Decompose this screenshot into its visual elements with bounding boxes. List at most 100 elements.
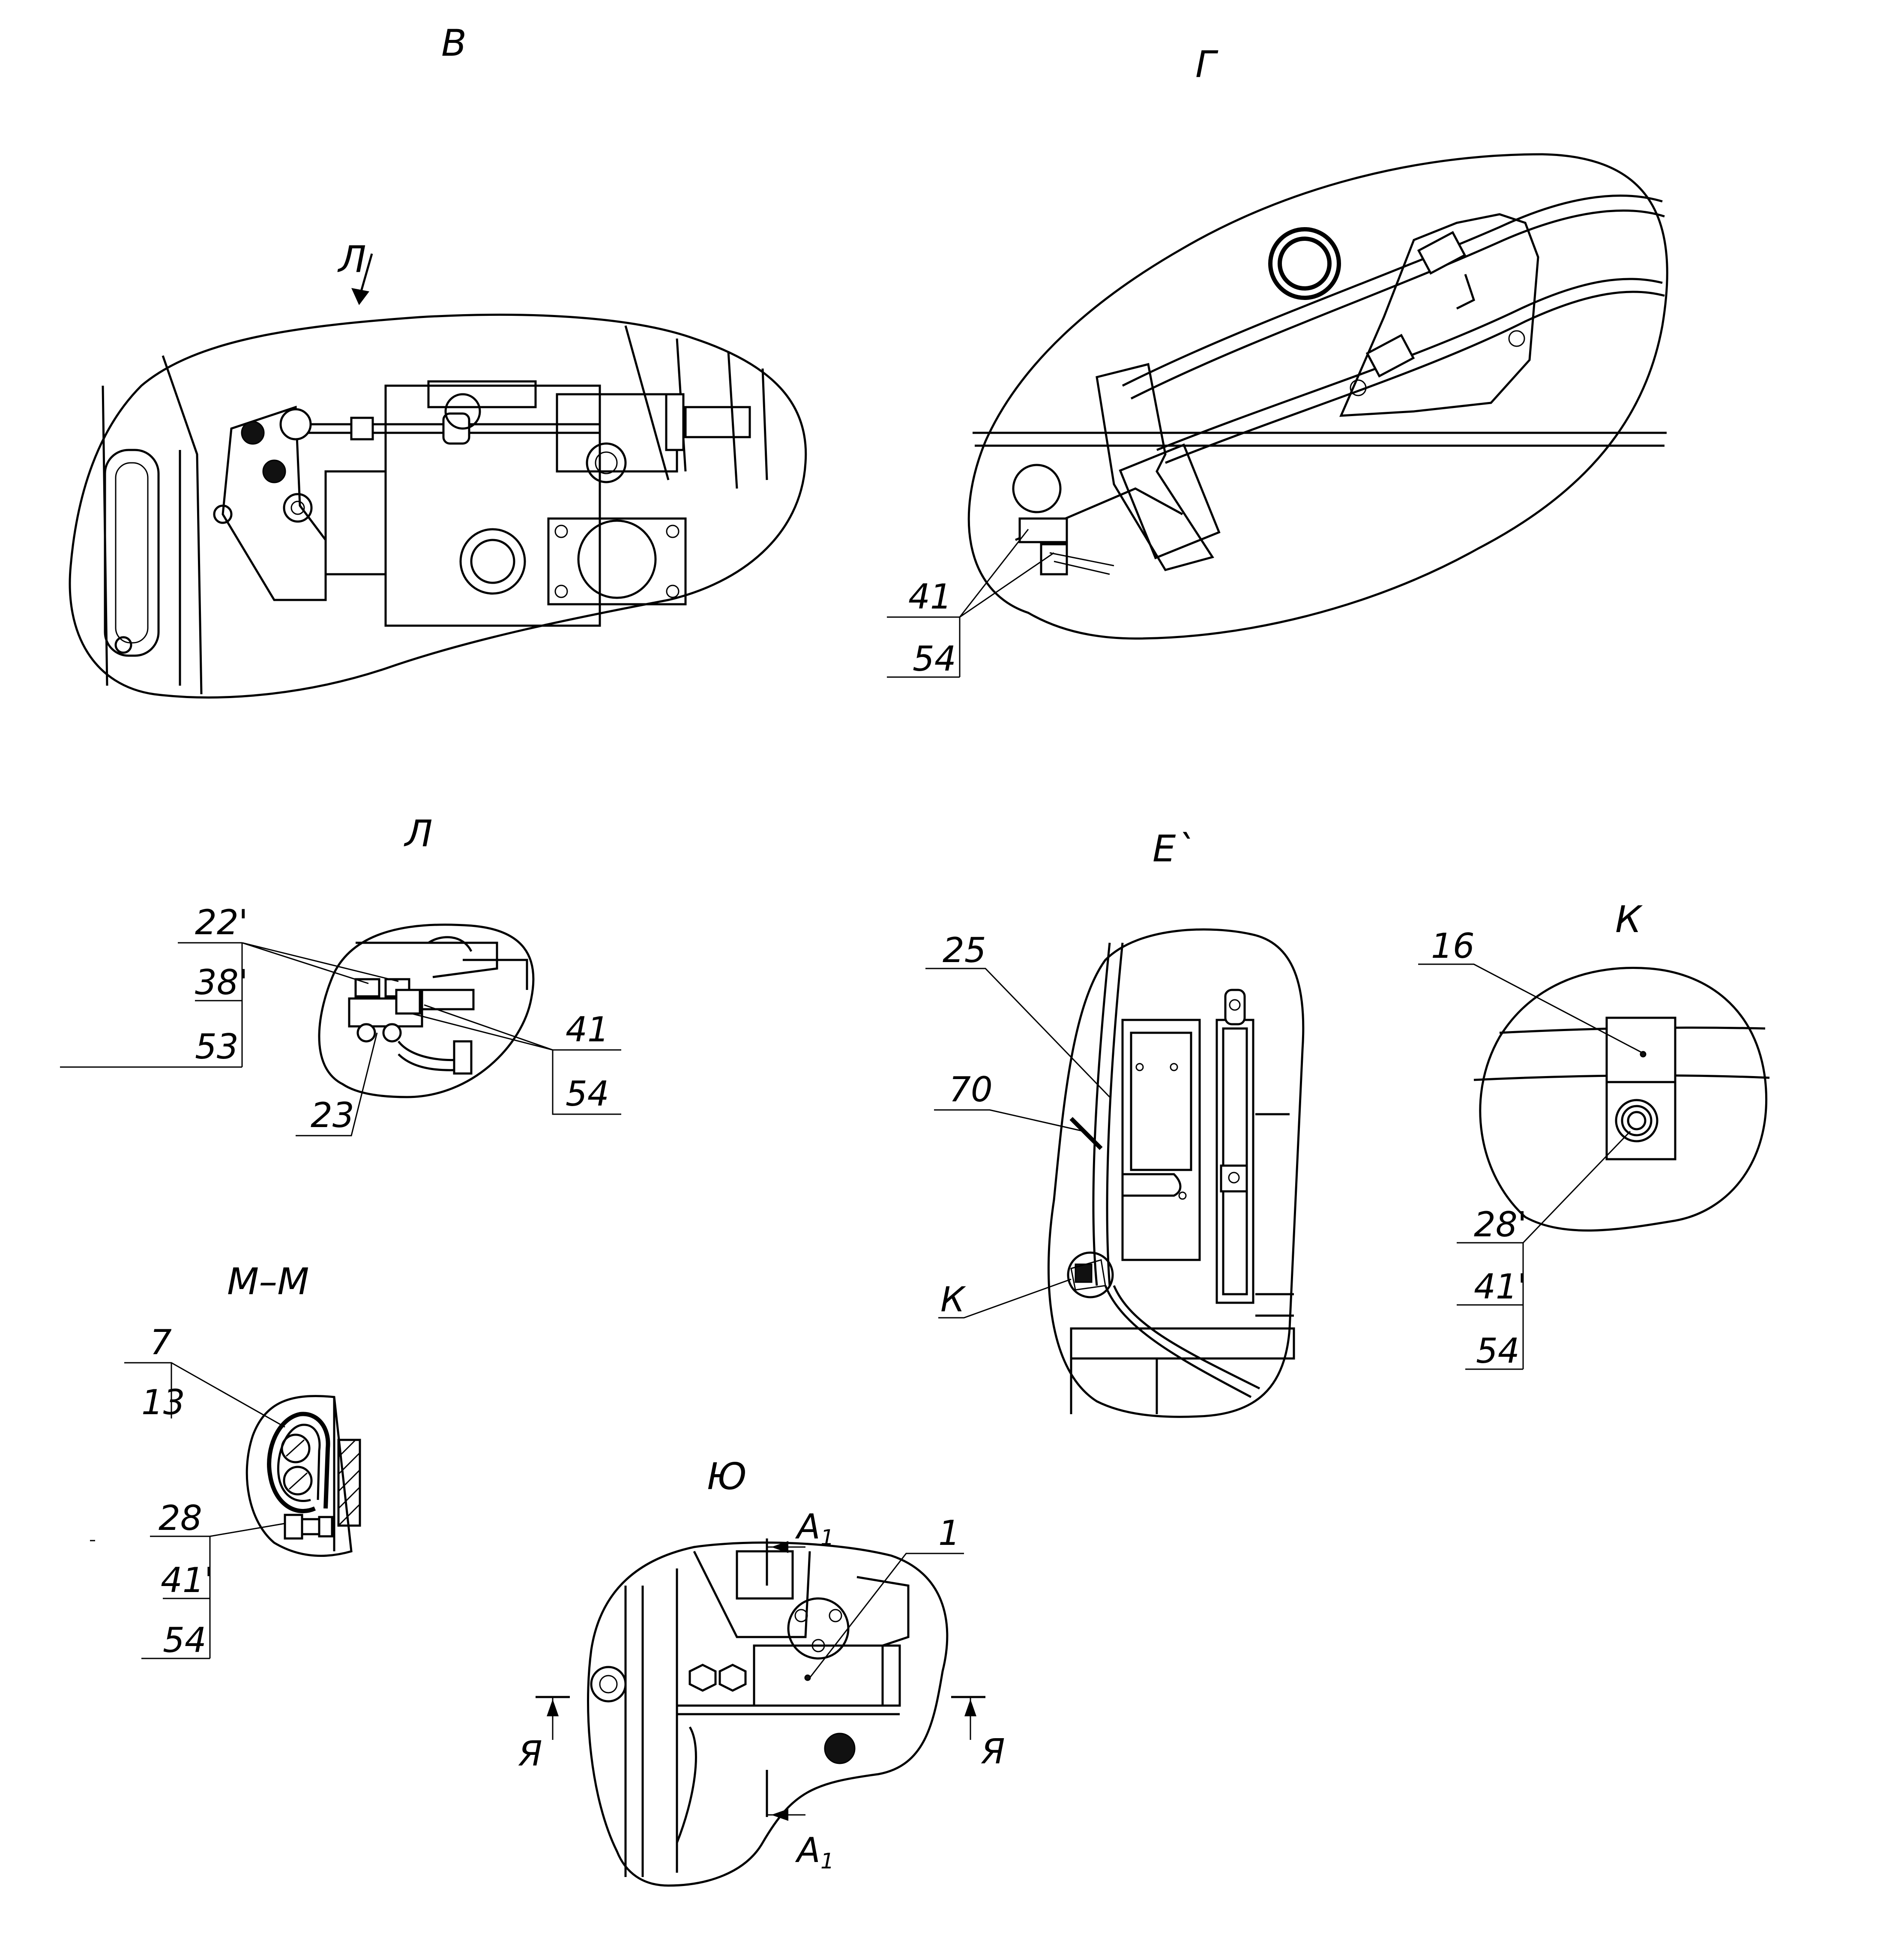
view-e: Е` 25 70 К	[925, 828, 1305, 1418]
rod-clevis	[442, 412, 470, 445]
pivot-bolt-upper	[241, 421, 265, 445]
wiring-harness-left-b	[1106, 942, 1124, 1286]
bracket-tab-mid	[1220, 1164, 1248, 1193]
bolt-washer	[1621, 1105, 1653, 1136]
leader-25	[925, 968, 1111, 1098]
bracket-slot	[104, 449, 160, 657]
callout-l-54: 54	[566, 1074, 609, 1114]
section-arrow-a-bottom-head	[771, 1809, 788, 1821]
callout-7: 7	[150, 1322, 172, 1362]
cable-adjuster	[684, 406, 751, 438]
view-l-outline	[318, 924, 535, 1098]
cable-upper-b	[1130, 209, 1665, 400]
leader-1	[809, 1553, 964, 1678]
clamp-block-base	[1605, 1081, 1676, 1160]
leader-g-shelf	[887, 616, 961, 678]
view-v: В Л	[69, 22, 807, 699]
view-yu-title: Ю	[707, 1455, 747, 1498]
clamp-nut-bottom	[356, 1023, 376, 1043]
engine-block	[384, 384, 601, 627]
detail-k-circle	[1067, 1251, 1114, 1298]
engine-cover	[324, 470, 387, 576]
view-e-outline	[1048, 928, 1305, 1418]
grommet-outer	[1268, 227, 1341, 300]
washer-54	[318, 1516, 333, 1538]
pump-pulley	[577, 519, 657, 599]
view-v-outline	[69, 313, 807, 699]
section-label-a-top: А	[795, 1507, 820, 1547]
callout-13: 13	[141, 1382, 185, 1422]
clamp-block-16	[1605, 1016, 1676, 1083]
view-l-title: Л	[404, 813, 433, 855]
leader-g-54	[959, 552, 1054, 618]
grommet-inner	[1278, 237, 1332, 291]
background-block	[463, 959, 528, 990]
lever-ball	[1012, 464, 1062, 513]
bolt-28	[284, 1514, 303, 1540]
tab-hole-mid	[1228, 1172, 1240, 1184]
callout-mm-41: 41'	[161, 1560, 214, 1600]
tube-hatch-2	[288, 1472, 308, 1490]
callout-53: 53	[195, 1027, 239, 1067]
callout-41: 41	[908, 577, 952, 617]
hub-bolt-2	[829, 1609, 842, 1622]
leader-22	[242, 942, 399, 984]
tie-strap-70	[1069, 1117, 1103, 1150]
frame-edge	[102, 355, 203, 695]
hose-fitting	[453, 1040, 473, 1075]
section-label-ya-right: Я	[981, 1732, 1005, 1772]
view-l: Л 22' 38' 53 23 41 54	[60, 813, 621, 1136]
frame-cross-member	[1070, 1327, 1295, 1360]
view-mm-title: М–М	[227, 1260, 309, 1303]
callout-1: 1	[938, 1513, 960, 1553]
section-arrow-a-top-head	[771, 1541, 788, 1553]
bracket-bolt-2	[1508, 330, 1525, 347]
part-1-dot	[804, 1674, 811, 1681]
rod-joint	[279, 408, 312, 441]
callout-k-41: 41'	[1474, 1267, 1527, 1307]
hatch-5	[338, 1503, 361, 1526]
mount-bolt	[213, 504, 233, 524]
view-k: К 16 28' 41' 54	[1418, 898, 1770, 1371]
side-bracket-inner	[1222, 1027, 1248, 1295]
mounting-rail	[677, 1704, 900, 1715]
callout-16: 16	[1431, 926, 1475, 966]
bolt-thread	[1627, 1111, 1647, 1130]
callout-22: 22'	[195, 903, 248, 942]
leader-l-shelf-1	[60, 942, 242, 1068]
callout-38: 38'	[195, 963, 248, 1002]
clamp-bolt-top	[354, 978, 380, 998]
view-k-title: К	[1615, 898, 1643, 941]
leader-k	[938, 1278, 1072, 1319]
cable-hook	[1456, 274, 1476, 310]
bolt-head	[1615, 1099, 1659, 1142]
nut-41	[301, 1518, 320, 1535]
callout-l-41: 41	[566, 1010, 609, 1049]
frame-rail-e	[1255, 1113, 1294, 1317]
frame-eye-inner	[599, 1675, 618, 1694]
hex-bolt-2	[718, 1664, 747, 1692]
view-yu: Ю А 1 А 1 Я	[518, 1455, 1005, 1887]
mounting-plate	[1121, 1019, 1201, 1261]
pump-bolt-2	[666, 525, 680, 538]
tab-hole-top	[1229, 999, 1241, 1011]
hub-bolt-3	[811, 1639, 825, 1652]
view-mm-outline	[245, 1395, 353, 1557]
cable-lower	[1156, 278, 1663, 451]
cylinder-head	[427, 380, 537, 408]
side-panel	[856, 1576, 910, 1647]
view-k-outline	[1479, 967, 1768, 1232]
cable-lower-b	[1165, 291, 1665, 464]
leader-23	[296, 1032, 378, 1136]
lever-housing	[1119, 443, 1221, 560]
control-module	[736, 1550, 794, 1600]
clamp-loop-7	[267, 1412, 330, 1514]
clamp-nut-bottom-2	[382, 1023, 402, 1043]
plate-notch	[1123, 1173, 1182, 1197]
wiring-harness-left	[1092, 942, 1111, 1286]
bracket-bolt	[1350, 379, 1367, 396]
callout-23: 23	[311, 1095, 354, 1135]
frame-lower	[1070, 1358, 1158, 1414]
harness-clamp	[1075, 1263, 1093, 1283]
